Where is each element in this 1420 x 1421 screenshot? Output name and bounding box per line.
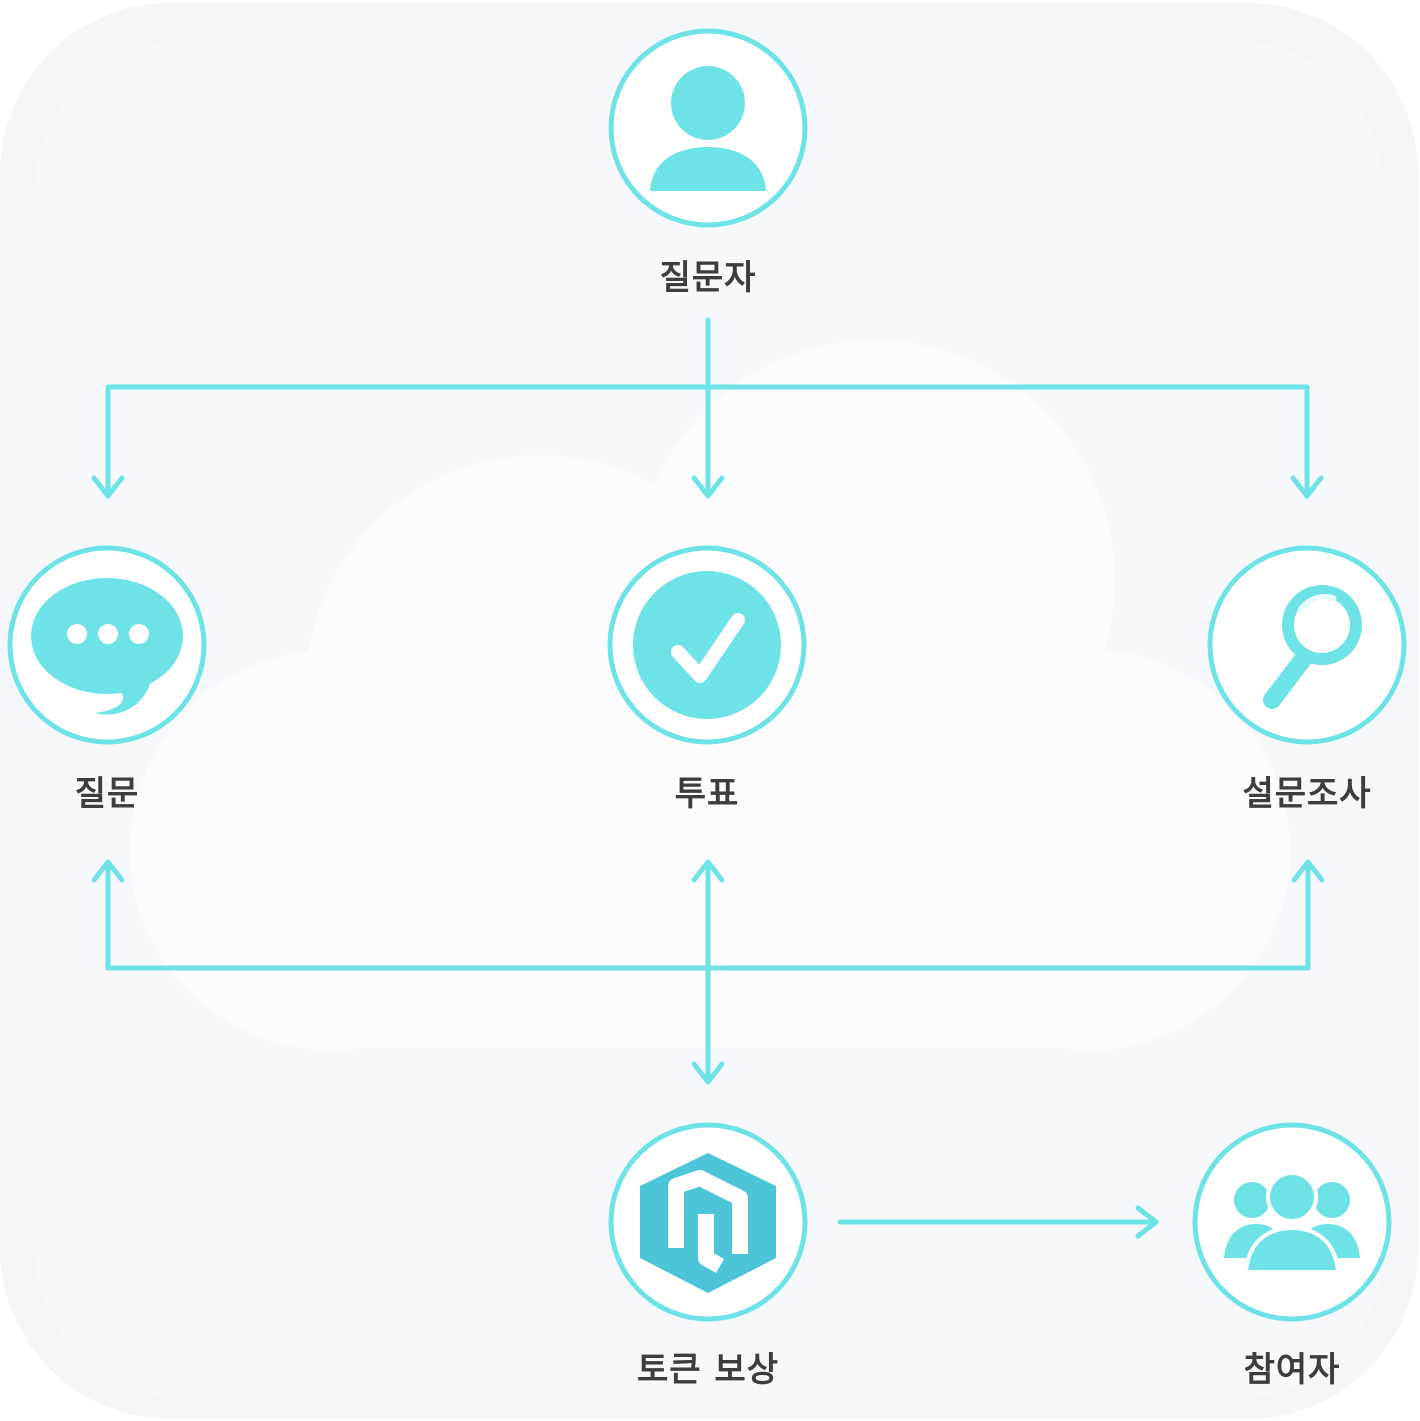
node-label-survey: 설문조사 — [1242, 774, 1372, 814]
arrowhead-to-vote — [691, 475, 725, 499]
checkmark-icon — [633, 571, 781, 719]
node-label-reward: 토큰 보상 — [637, 1350, 779, 1390]
node-survey — [1207, 545, 1407, 745]
group-icon — [1224, 1171, 1360, 1274]
token-logo-icon — [640, 1153, 776, 1293]
node-label-asker: 질문자 — [659, 258, 757, 298]
node-label-vote: 투표 — [674, 774, 740, 814]
arrowhead-to-participants — [1135, 1205, 1159, 1239]
node-vote — [607, 545, 807, 745]
speech-bubble-icon — [31, 578, 183, 715]
node-question — [7, 545, 207, 745]
node-label-participants: 참여자 — [1243, 1350, 1341, 1390]
person-icon — [650, 66, 766, 191]
node-label-question: 질문 — [74, 774, 140, 814]
arrowhead-from-question — [91, 859, 125, 883]
node-asker — [608, 28, 808, 228]
connector-top-bus — [105, 384, 1310, 499]
arrowhead-reward-down — [691, 1061, 725, 1085]
arrowhead-to-question — [91, 475, 125, 499]
arrowhead-vote-up — [691, 859, 725, 883]
arrowhead-from-survey — [1291, 859, 1325, 883]
node-reward — [608, 1122, 808, 1322]
node-participants — [1192, 1122, 1392, 1322]
cloud-shape — [130, 340, 1290, 1050]
magnifier-icon — [1263, 585, 1362, 709]
arrowhead-to-survey — [1290, 475, 1324, 499]
